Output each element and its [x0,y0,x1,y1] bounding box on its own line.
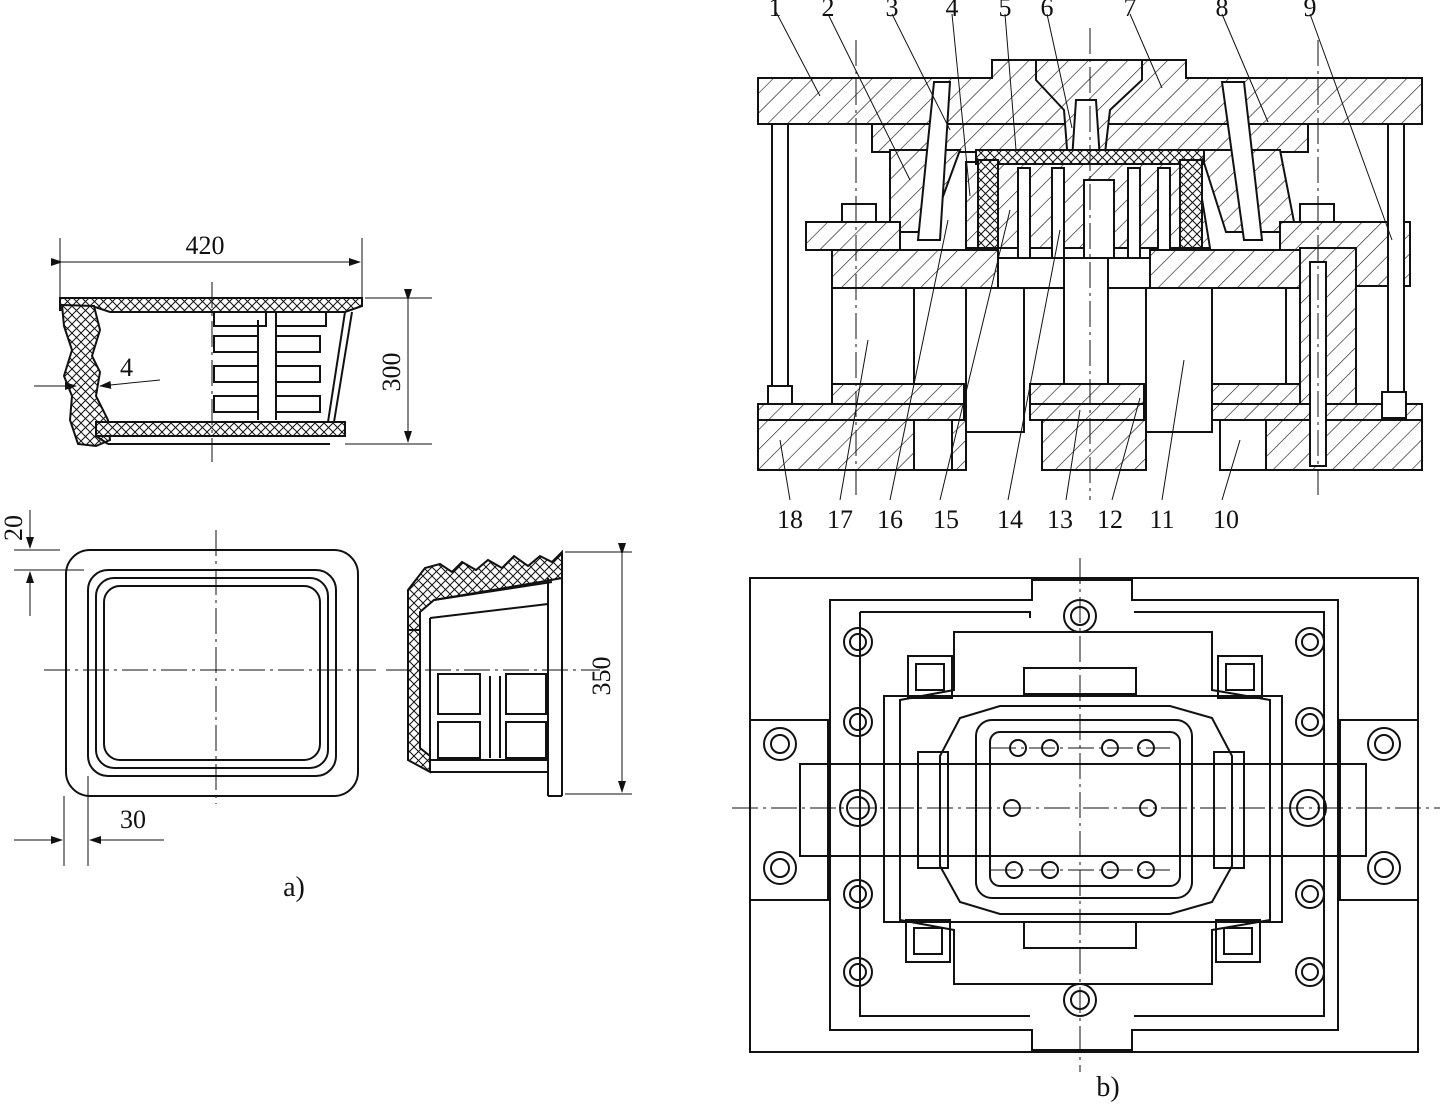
part-a-side-profile: 350 [386,543,632,797]
mold-section-view [757,9,1423,501]
callout-10: 10 [1213,505,1239,534]
callout-3: 3 [886,0,899,22]
callout-4: 4 [946,0,959,22]
dim-flange-label: 30 [120,805,146,834]
callout-14: 14 [997,505,1023,534]
part-a-top-view: 20 30 [0,510,376,866]
callout-16: 16 [877,505,903,534]
dim-width-label: 420 [186,231,225,260]
callouts-top: 1 2 3 4 5 6 7 8 9 [769,0,1317,22]
caption-a: a) [283,872,305,903]
callouts-bottom: 18 17 16 15 14 13 12 11 10 [777,505,1239,534]
mold-plan-view [732,558,1440,1072]
callout-11: 11 [1149,505,1174,534]
callout-7: 7 [1124,0,1137,22]
callout-18: 18 [777,505,803,534]
callout-2: 2 [822,0,835,22]
callout-8: 8 [1216,0,1229,22]
callout-13: 13 [1047,505,1073,534]
part-a-section-view: 420 4 300 [34,231,432,462]
callout-5: 5 [999,0,1012,22]
dim-depth-label: 350 [587,657,616,696]
dim-wall-label: 4 [120,353,133,382]
dim-rim-label: 20 [0,515,28,541]
callout-15: 15 [933,505,959,534]
callout-6: 6 [1041,0,1054,22]
caption-b: b) [1096,1072,1119,1103]
callout-9: 9 [1304,0,1317,22]
dim-height-label: 300 [377,353,406,392]
callout-1: 1 [769,0,782,22]
callout-17: 17 [827,505,853,534]
callout-12: 12 [1097,505,1123,534]
